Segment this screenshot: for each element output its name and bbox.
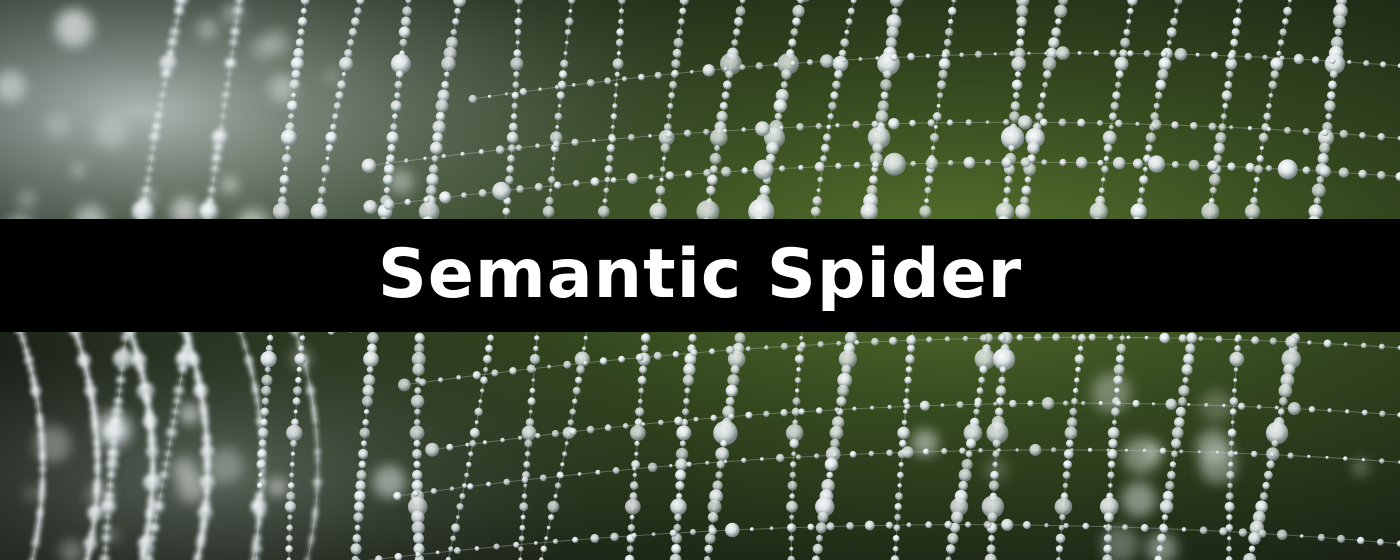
banner-title: Semantic Spider — [377, 234, 1023, 314]
title-bar: Semantic Spider — [0, 219, 1400, 332]
